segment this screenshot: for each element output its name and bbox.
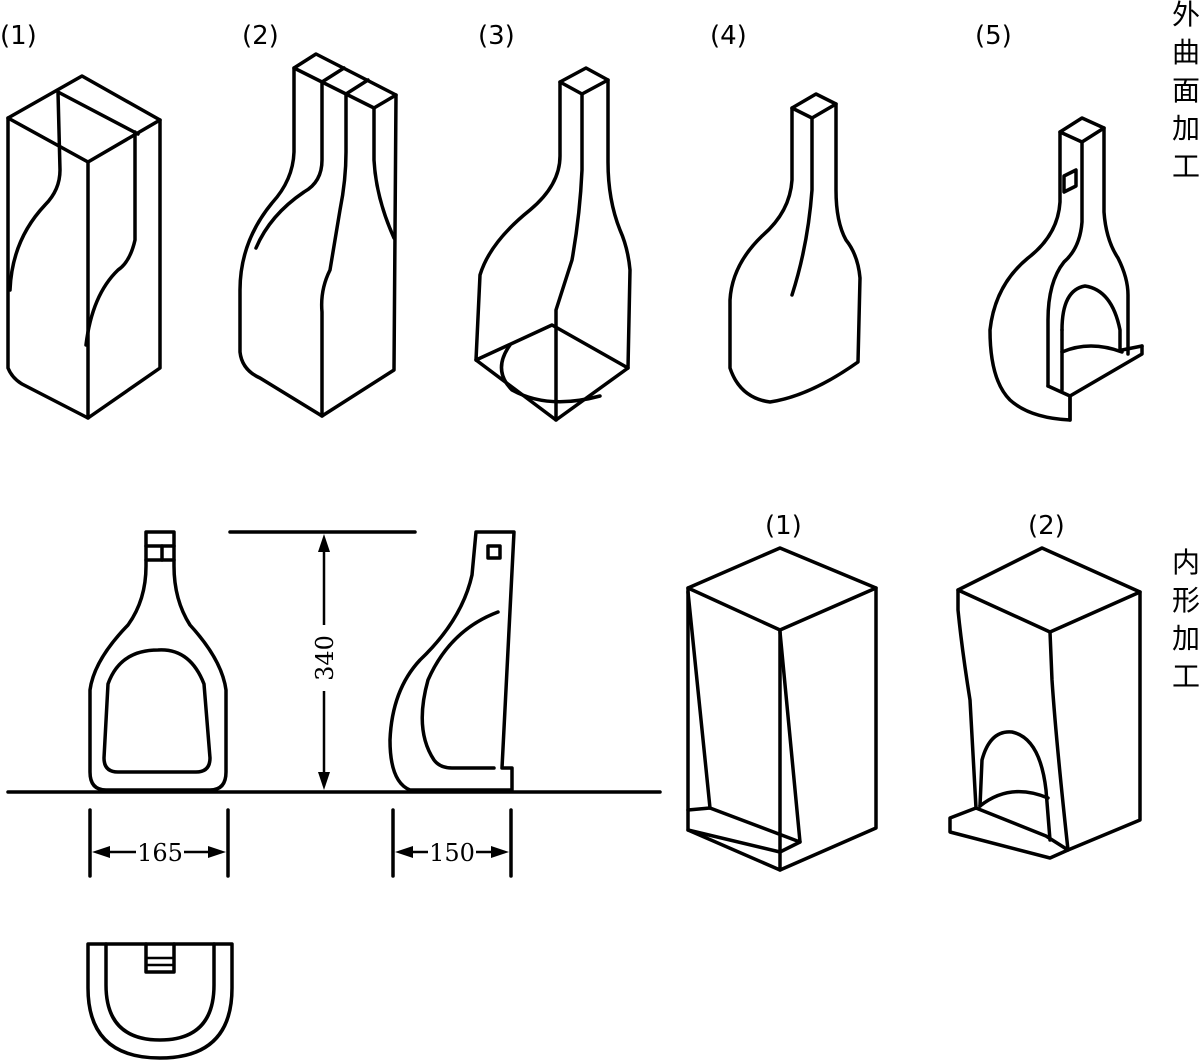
outer-step-label-5: (5)	[975, 21, 1012, 51]
outer-title-char-3: 面	[1172, 74, 1200, 107]
inner-title-char-3: 加	[1172, 622, 1200, 655]
outer-step-label-4: (4)	[710, 21, 747, 51]
inner-step-2-figure	[948, 546, 1142, 860]
outer-title-char-4: 加	[1172, 112, 1200, 145]
top-view	[86, 942, 234, 1060]
front-width-dimension: 165	[88, 808, 230, 878]
outer-title-char-2: 曲	[1172, 36, 1200, 69]
side-view	[388, 530, 516, 792]
side-width-dimension: 150	[391, 808, 513, 878]
inner-title-char-4: 工	[1172, 660, 1200, 693]
outer-step-5-figure	[988, 116, 1144, 422]
outer-step-3-figure	[474, 66, 632, 422]
inner-step-1-figure	[686, 546, 878, 872]
front-view	[88, 530, 228, 792]
outer-step-label-2: (2)	[242, 21, 279, 51]
outer-step-label-1: (1)	[0, 21, 37, 51]
outer-step-2-figure	[238, 52, 398, 418]
inner-step-label-2: (2)	[1028, 511, 1065, 541]
outer-step-4-figure	[728, 92, 862, 404]
height-dimension: 340	[228, 530, 417, 790]
outer-step-label-3: (3)	[478, 21, 515, 51]
front-width-label: 165	[137, 839, 183, 867]
height-dimension-label: 340	[311, 635, 339, 681]
outer-title-char-1: 外	[1172, 0, 1200, 31]
outer-step-1-figure	[6, 74, 162, 420]
side-width-label: 150	[429, 839, 475, 867]
inner-title-char-2: 形	[1172, 584, 1200, 617]
inner-step-label-1: (1)	[765, 511, 802, 541]
outer-title-char-5: 工	[1172, 150, 1200, 183]
inner-title-char-1: 内	[1172, 546, 1200, 579]
